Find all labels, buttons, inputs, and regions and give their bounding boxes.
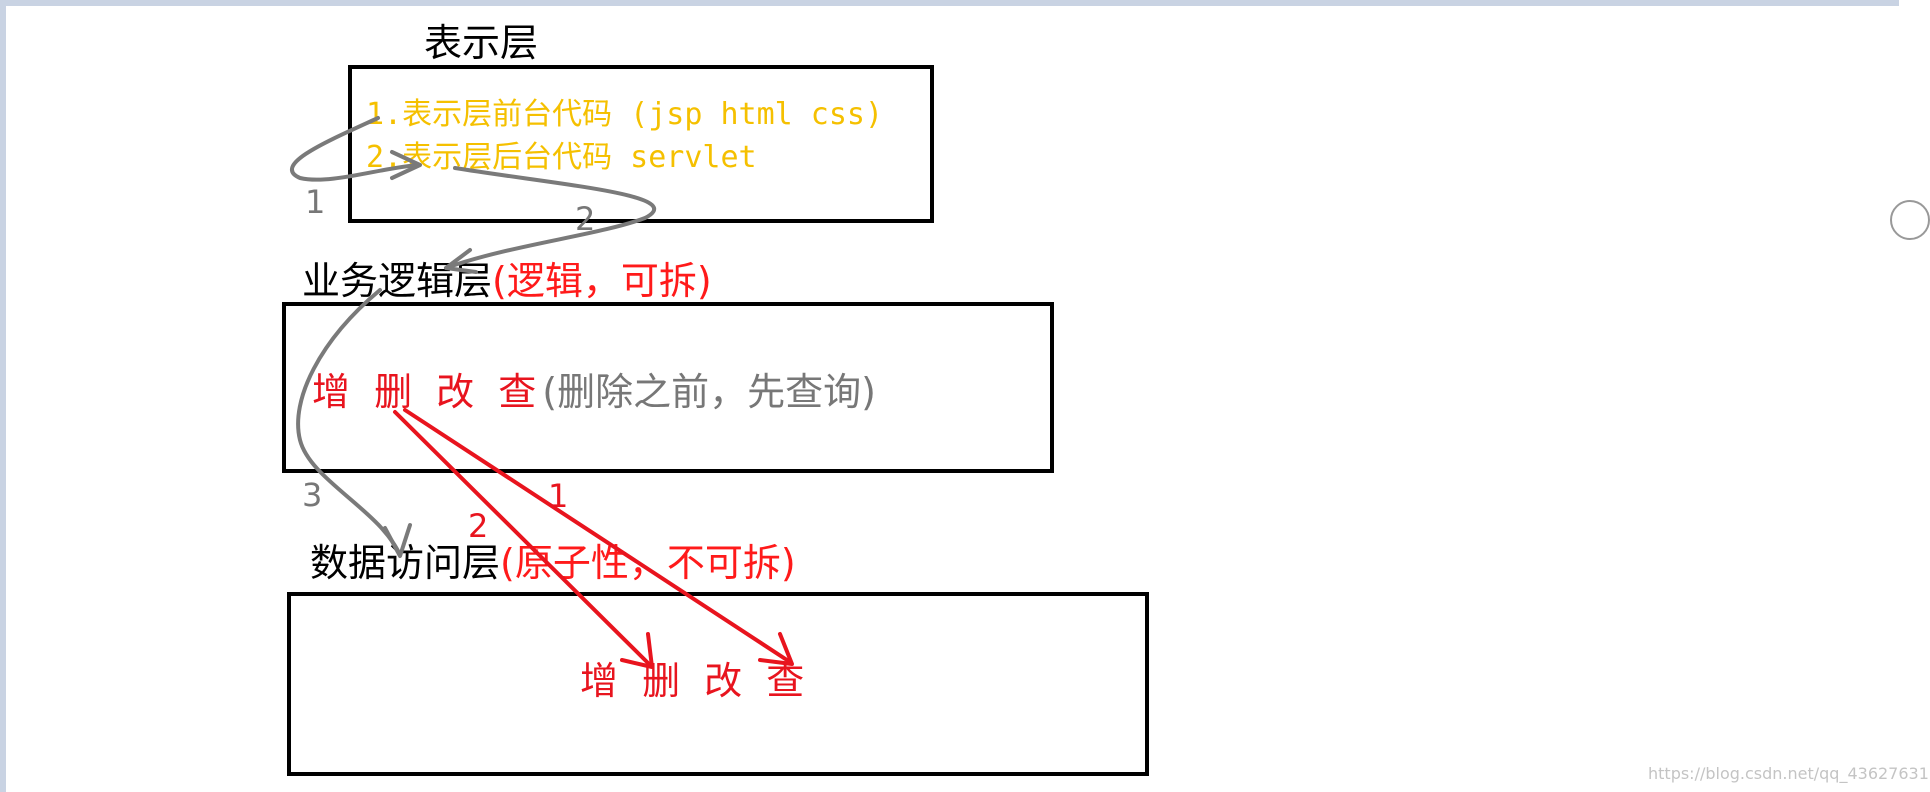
window-left-border bbox=[0, 0, 6, 792]
watermark: https://blog.csdn.net/qq_43627631 bbox=[1648, 764, 1929, 783]
flow-step-3-label: 3 bbox=[302, 476, 323, 514]
red-step-1-label: 1 bbox=[548, 477, 569, 515]
red-step-2-label: 2 bbox=[468, 507, 489, 545]
presentation-backend-code: 2.表示层后台代码 servlet bbox=[366, 140, 757, 175]
data-access-crud: 增 删 改 查 bbox=[580, 659, 811, 703]
data-access-layer-title: 数据访问层(原子性，不可拆) bbox=[310, 544, 796, 582]
business-crud-note: (删除之前，先查询) bbox=[542, 370, 876, 414]
business-layer-title-note: (逻辑，可拆) bbox=[492, 259, 712, 303]
presentation-layer-title-text: 表示层 bbox=[424, 21, 539, 65]
business-crud-operations: 增 删 改 查 bbox=[312, 370, 543, 414]
data-access-layer-title-text: 数据访问层 bbox=[310, 541, 501, 585]
edge-circle-icon bbox=[1890, 200, 1930, 240]
flow-step-2-label: 2 bbox=[575, 200, 596, 238]
business-crud: 增 删 改 查(删除之前，先查询) bbox=[312, 373, 876, 411]
window-top-border bbox=[0, 0, 1899, 6]
presentation-frontend-code: 1.表示层前台代码 (jsp html css) bbox=[366, 97, 884, 132]
flow-step-1-label: 1 bbox=[305, 183, 326, 221]
data-access-layer-title-note: (原子性，不可拆) bbox=[500, 541, 796, 585]
business-layer-title: 业务逻辑层(逻辑，可拆) bbox=[302, 262, 712, 300]
business-layer-title-text: 业务逻辑层 bbox=[302, 259, 493, 303]
presentation-layer-title: 表示层 bbox=[424, 24, 538, 62]
